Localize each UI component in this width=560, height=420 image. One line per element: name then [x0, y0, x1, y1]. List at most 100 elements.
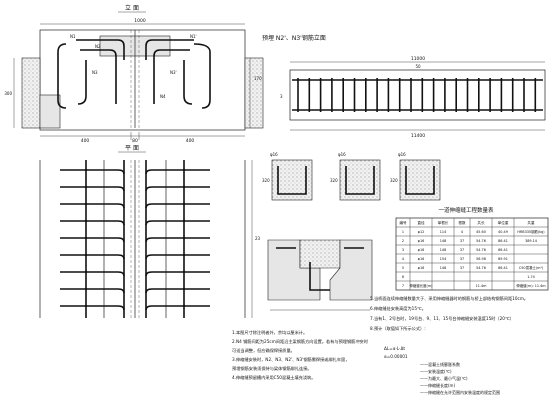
plan-bar-dot [182, 253, 186, 257]
table-cell: 148 [440, 266, 446, 270]
table-cell: 114 [440, 230, 446, 234]
note-right-line: 5.当桥面连续伸缩缝数量大于、采用伸缩缝器时的钢筋与桥上部结构钢筋间距10cm。 [370, 295, 528, 302]
table-cell: 37 [460, 257, 464, 261]
table-cell: C50混凝土(m³) [519, 265, 544, 270]
section-1-bar [277, 166, 307, 195]
plan-bar-dot [182, 304, 186, 308]
plan-bar-dot [84, 304, 88, 308]
rebar-elevation-view: 预埋 N2'、N3'钢筋立面 11000 50 11400 3 [262, 34, 546, 139]
notes-right: 5.当桥面连续伸缩缝数量大于、采用伸缩缝器时的钢筋与桥上部结构钢筋间距10cm。… [370, 295, 528, 332]
label-n1: N1 [70, 34, 76, 39]
formula-f4: ——伸缩缝长度(m) [420, 382, 455, 388]
table-cell: 7 [402, 284, 404, 288]
note-left-line: 预埋钢筋安装须保持与梁体钢筋绑扎连接。 [232, 365, 312, 372]
table-header-cell: 根数 [458, 220, 466, 225]
table-header-cell: 共重 [527, 220, 535, 225]
formula-f3: ——为最大、最小气温(℃) [420, 375, 468, 381]
plan-loop-left [60, 169, 125, 175]
plan-title: 平 面 [125, 145, 139, 152]
table-cell: 40.49 [498, 230, 508, 234]
note-left-line: 4.伸缩缝预留槽内采用C50混凝土填充浇筑。 [232, 374, 315, 381]
table-cell: 89.91 [498, 257, 508, 261]
note-left-line: 2.N4 钢筋间距为25cm间距沿主梁钢筋方向设置。若有与预埋钢筋冲突时 [232, 338, 369, 345]
rebar-n1-left [57, 43, 67, 109]
plan-bar-dot [182, 236, 186, 240]
plan-bar-dot [182, 185, 186, 189]
plan-bar-dot [84, 219, 88, 223]
plan-bar-dot [84, 202, 88, 206]
rebar-dim-top-label: 11000 [411, 56, 425, 62]
plan-loop-right [145, 254, 210, 260]
table-cell: 86.41 [498, 239, 508, 243]
formula-line2: α=0.00001 [384, 354, 408, 359]
plan-loop-left [60, 305, 125, 311]
elevation-view: 立 面 1000 N1 N2 N3 N3' N1' N4 [4, 4, 264, 144]
table-cell: 2 [402, 239, 404, 243]
table-cell: 6 [402, 275, 404, 279]
dim-gap: 80 [132, 138, 138, 144]
table-cell: 154 [440, 257, 446, 261]
section-2-bar [345, 166, 375, 195]
plan-loop-left [60, 237, 125, 243]
plan-loop-right [145, 203, 210, 209]
table-cell: 86.41 [498, 266, 508, 270]
section-3-label: φ16 [398, 152, 406, 157]
table-cell: 1 [402, 230, 404, 234]
plan-bar-dot [182, 202, 186, 206]
table-header-cell: 直径 [417, 220, 425, 225]
note-left-line: 1.本图尺寸除注明者外，余均以厘米计。 [232, 329, 307, 336]
table-cell: 86.41 [498, 248, 508, 252]
plan-bar-dot [182, 168, 186, 172]
plan-bar-dot [182, 287, 186, 291]
table-cell: 伸缩缝(m): 11.4m [516, 283, 546, 288]
table-header-cell: 单位重 [498, 220, 509, 225]
table-cell: φ16 [418, 248, 425, 252]
note-right-line: 8.预计（取值如下所示公式）: [370, 325, 426, 332]
table-cell: 45.60 [476, 230, 486, 234]
left-abutment [21, 57, 41, 129]
note-left-line: 可适当调整，但应确保焊接质量。 [232, 347, 295, 354]
label-n1p: N1' [190, 34, 197, 39]
label-n4: N4 [160, 94, 166, 99]
detail-right-block [329, 239, 373, 301]
plan-bar-dot [84, 236, 88, 240]
plan-loop-left [60, 220, 125, 226]
left-beam-end [39, 94, 61, 129]
table-cell: 148 [440, 248, 446, 252]
dim-right: 400 [186, 138, 195, 144]
plan-loop-right [145, 169, 210, 175]
table-title: 一道伸缩缝工程数量表 [438, 206, 494, 214]
section-1-label: φ16 [270, 152, 278, 157]
plan-loop-right [145, 237, 210, 243]
rebar-n1-right [193, 43, 211, 109]
formula-line1: ΔL=α·L·Δt [384, 346, 405, 351]
plan-view: 平 面 23 [39, 145, 261, 318]
table-cell: 389.14 [525, 239, 537, 243]
note-left-line: 3.伸缩缝安装时，N2、N3、N2'、N3'钢筋需焊接或绑扎牢固， [232, 356, 349, 363]
table-cell: 37 [460, 248, 464, 252]
plan-bar-dot [84, 287, 88, 291]
plan-bar-dot [84, 270, 88, 274]
section-1-dim: 320 [262, 178, 270, 183]
plan-transverse-bars [60, 168, 210, 311]
note-right-line: 7.当有1、2号台时，19号台、9、11、15号台伸缩缝安装温度15时（20℃） [370, 315, 514, 322]
note-right-line: 6.伸缩缝处安装高度为15℃。 [370, 305, 426, 312]
plan-loop-right [145, 271, 210, 277]
table-cell: 4 [402, 257, 404, 261]
right-abutment [244, 57, 264, 129]
table-cell: φ16 [418, 266, 425, 270]
plan-dim: 23 [255, 236, 261, 241]
detail-bar-c [309, 262, 330, 291]
elevation-title: 立 面 [125, 4, 139, 12]
section-2-label: φ16 [338, 152, 346, 157]
rebar-dim-left: 3 [280, 94, 283, 99]
plan-loop-right [145, 305, 210, 311]
table-cell: 3 [402, 248, 404, 252]
label-n2: N2 [95, 44, 101, 49]
table-cell: 伸缩缝长度(m) [410, 283, 434, 288]
table-header-cell: 共长 [477, 220, 485, 225]
section-2-dim: 320 [330, 178, 338, 183]
table-cell: 54.76 [476, 248, 486, 252]
table-cell: φ16 [418, 257, 425, 261]
